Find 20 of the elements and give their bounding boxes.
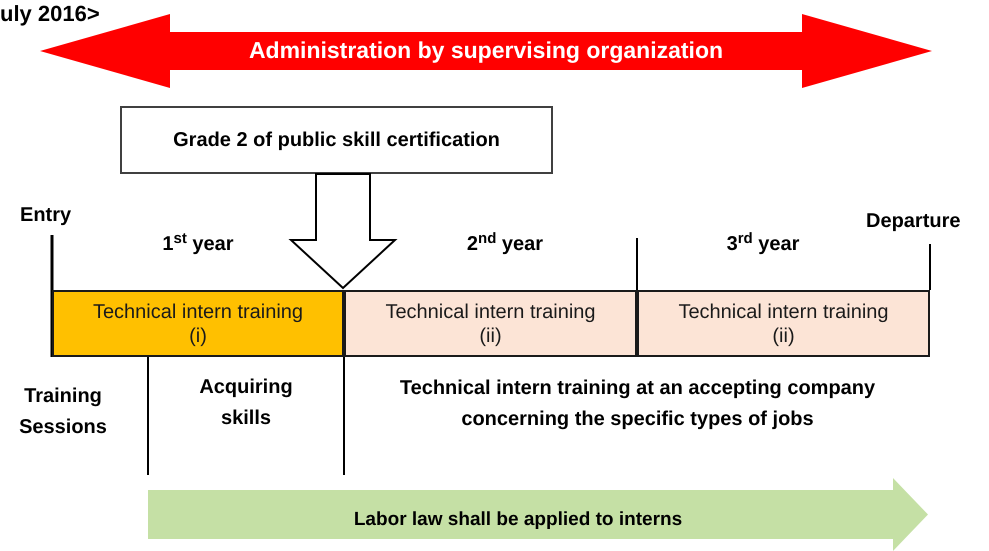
box-label: Grade 2 of public skill certification	[173, 128, 500, 153]
box-label: Technical intern training (ii)	[677, 300, 890, 348]
timeline-label: Departure	[866, 209, 962, 234]
training-period-box	[52, 290, 344, 357]
phase-label: Training Sessions	[18, 384, 108, 440]
year-label: 3$^{rd}$ year	[726, 229, 800, 257]
arrow-label: Administration by supervising organization	[248, 36, 724, 65]
box-label: Technical intern training (i)	[92, 300, 304, 348]
heading-text: uly 2016>	[0, 0, 101, 28]
training-period-box	[344, 290, 637, 357]
box-label: Technical intern training (ii)	[384, 300, 597, 348]
hollow-down-arrow	[288, 173, 398, 290]
arrow-label: Labor law shall be applied to interns	[354, 508, 682, 532]
year-label: 1$^{st}$ year	[161, 229, 235, 257]
timeline-label: Entry	[20, 203, 72, 228]
certification-box	[120, 106, 553, 174]
phase-label: Technical intern training at an accepting company concerning the specific types of jobs	[398, 376, 876, 432]
training-period-box	[637, 290, 930, 357]
phase-label: Acquiring skills	[198, 375, 294, 431]
year-label: 2$^{nd}$ year	[466, 229, 544, 257]
